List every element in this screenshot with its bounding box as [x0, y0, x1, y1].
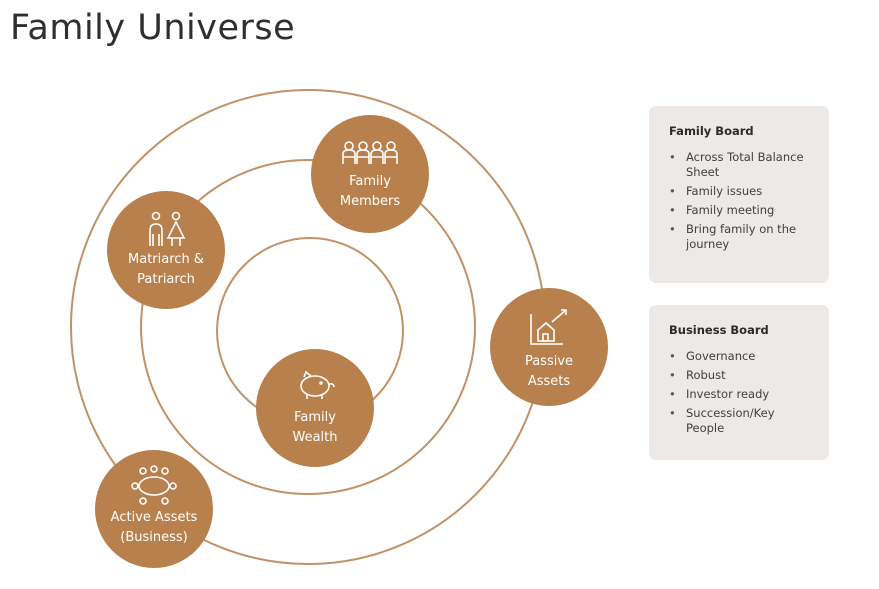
node-family-wealth: Family Wealth — [256, 349, 374, 467]
node-matriarch-patriarch: Matriarch & Patriarch — [107, 191, 225, 309]
boardroom-table-icon — [131, 465, 177, 505]
business-board-card: Business Board Governance Robust Investo… — [649, 305, 829, 460]
business-board-list: Governance Robust Investor ready Success… — [669, 349, 809, 436]
family-members-icon — [342, 141, 398, 164]
family-board-list: Across Total Balance Sheet Family issues… — [669, 150, 809, 252]
family-board-card: Family Board Across Total Balance Sheet … — [649, 106, 829, 283]
business-board-title: Business Board — [669, 323, 769, 337]
list-item: Family issues — [669, 184, 809, 199]
node-label-line1: Family — [294, 410, 336, 425]
node-label-line2: Assets — [528, 374, 571, 389]
list-item: Robust — [669, 368, 809, 383]
middle-ring — [140, 159, 476, 495]
node-label-line1: Active Assets — [111, 510, 198, 525]
family-board-title: Family Board — [669, 124, 754, 138]
list-item: Across Total Balance Sheet — [669, 150, 809, 180]
list-item: Family meeting — [669, 203, 809, 218]
node-label-line2: Members — [340, 194, 400, 209]
node-label-line1: Matriarch & — [128, 252, 204, 267]
node-label-line1: Passive — [525, 354, 573, 369]
node-active-assets: Active Assets (Business) — [95, 450, 213, 568]
node-label-line2: Patriarch — [137, 272, 195, 287]
node-passive-assets: Passive Assets — [490, 288, 608, 406]
node-label-line2: (Business) — [120, 530, 187, 545]
list-item: Investor ready — [669, 387, 809, 402]
piggy-bank-icon — [300, 370, 335, 399]
house-chart-icon — [530, 309, 567, 345]
node-label-line1: Family — [349, 174, 391, 189]
node-label-line2: Wealth — [292, 430, 337, 445]
list-item: Governance — [669, 349, 809, 364]
node-family-members: Family Members — [311, 115, 429, 233]
list-item: Succession/Key People — [669, 406, 809, 436]
list-item: Bring family on the journey — [669, 222, 809, 252]
page-title: Family Universe — [10, 8, 296, 48]
matriarch-patriarch-icon — [149, 211, 186, 246]
